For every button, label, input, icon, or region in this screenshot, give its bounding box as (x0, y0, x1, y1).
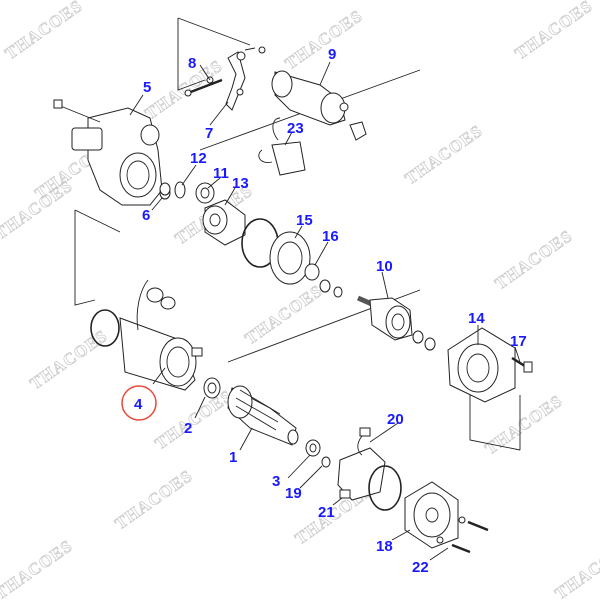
callout-12: 12 (190, 150, 207, 167)
watermark: THACOES (491, 226, 576, 293)
part-14-gear-housing (447, 327, 516, 403)
part-7-shift-lever (225, 46, 266, 111)
part-11-collar (195, 182, 215, 204)
watermark: THACOES (511, 0, 596, 63)
callout-18: 18 (376, 538, 393, 555)
part-15-plate (269, 231, 311, 285)
callout-3: 3 (272, 473, 280, 490)
part-5-drive-housing (53, 99, 163, 206)
part-13-clutch (202, 199, 246, 246)
watermark: THACOES (481, 391, 566, 458)
callout-9: 9 (328, 46, 336, 63)
callout-13: 13 (232, 175, 249, 192)
callout-16: 16 (322, 228, 339, 245)
part-23-harness (258, 117, 306, 176)
callout-2: 2 (184, 420, 192, 437)
part-16-bearing (304, 263, 343, 298)
callout-11: 11 (213, 165, 229, 182)
watermark: THACOES (111, 466, 196, 533)
callout-14: 14 (468, 310, 485, 327)
watermark: THACOES (401, 121, 486, 188)
part-2-bearing (203, 377, 221, 399)
part-18-end-cover (404, 481, 459, 549)
part-3-bearing (305, 439, 321, 457)
callout-21: 21 (318, 504, 335, 521)
part-19-spring (321, 456, 331, 468)
watermark: THACOES (281, 6, 366, 73)
part-22-screws (436, 516, 489, 554)
callout-19: 19 (285, 485, 302, 502)
callout-22: 22 (412, 559, 429, 576)
callout-8: 8 (188, 55, 196, 72)
part-6-bushing (159, 182, 171, 200)
part-o-ring-lower (368, 465, 402, 511)
highlight-circle (121, 385, 157, 421)
part-17-bolt (511, 356, 533, 373)
callout-labels: 5 8 7 9 23 12 11 13 6 15 16 10 14 17 4 2… (134, 46, 527, 576)
part-1-armature (227, 385, 299, 446)
callout-15: 15 (296, 212, 313, 229)
part-10-gear-shaft (356, 295, 436, 351)
callout-7: 7 (205, 125, 213, 142)
watermark: THACOES (151, 386, 236, 453)
part-4-yoke (119, 279, 203, 391)
part-9-solenoid (271, 70, 367, 141)
watermark: THACOES (1, 0, 86, 63)
part-12-ring (174, 181, 186, 199)
part-20-brush-holder (337, 427, 386, 501)
watermark: THACOES (141, 56, 226, 123)
part-21-brush (339, 489, 351, 499)
watermark: THACOES (551, 536, 600, 600)
part-o-ring-left (90, 309, 120, 347)
callout-10: 10 (376, 258, 393, 275)
callout-4: 4 (134, 396, 143, 413)
callout-23: 23 (287, 120, 304, 137)
leader-lines (129, 61, 521, 561)
callout-20: 20 (387, 411, 404, 428)
watermark: THACOES (26, 326, 111, 393)
callout-1: 1 (229, 449, 237, 466)
callout-17: 17 (510, 333, 527, 350)
watermark: THACOES (241, 281, 326, 348)
callout-5: 5 (143, 79, 151, 96)
watermark: THACOES (0, 536, 76, 600)
callout-6: 6 (142, 207, 150, 224)
explosion-guide-lines (74, 17, 521, 451)
